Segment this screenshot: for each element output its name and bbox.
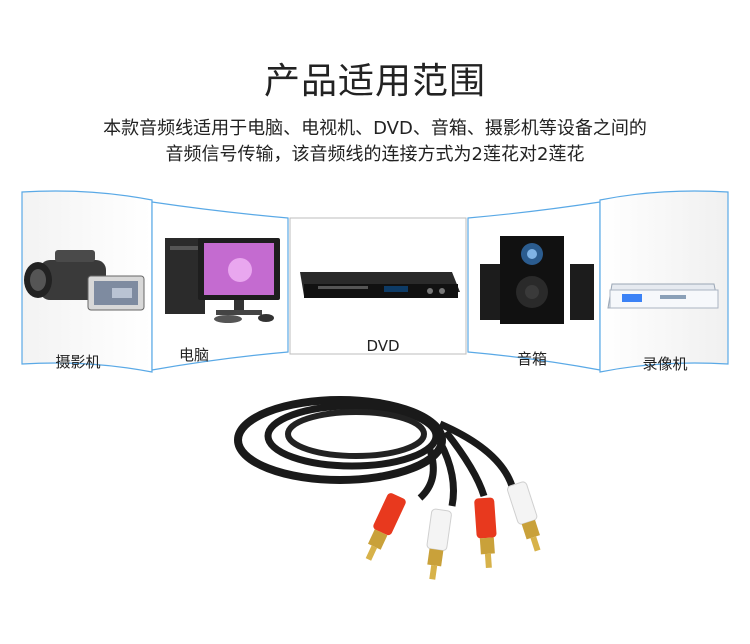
- device-label-dvd: DVD: [366, 337, 400, 355]
- dvd-player-icon: [300, 272, 460, 298]
- desktop-computer-icon: [165, 238, 280, 323]
- device-label-computer: 电脑: [178, 346, 209, 364]
- device-gallery: [21, 190, 729, 580]
- description: 本款音频线适用于电脑、电视机、DVD、音箱、摄影机等设备之间的 音频信号传输，该…: [0, 116, 750, 168]
- device-label-recorder: 录像机: [642, 355, 688, 373]
- speaker-system-icon: [480, 236, 594, 324]
- rca-cable-icon: [234, 396, 541, 580]
- description-line-2: 音频信号传输，该音频线的连接方式为2莲花对2莲花: [165, 144, 585, 165]
- video-recorder-icon: [607, 283, 719, 309]
- description-line-1: 本款音频线适用于电脑、电视机、DVD、音箱、摄影机等设备之间的: [103, 118, 647, 139]
- camcorder-icon: [24, 250, 145, 311]
- page-title: 产品适用范围: [263, 61, 486, 102]
- device-label-camcorder: 摄影机: [55, 353, 101, 371]
- panel-recorder: [599, 190, 729, 373]
- device-label-speakers: 音箱: [516, 350, 547, 368]
